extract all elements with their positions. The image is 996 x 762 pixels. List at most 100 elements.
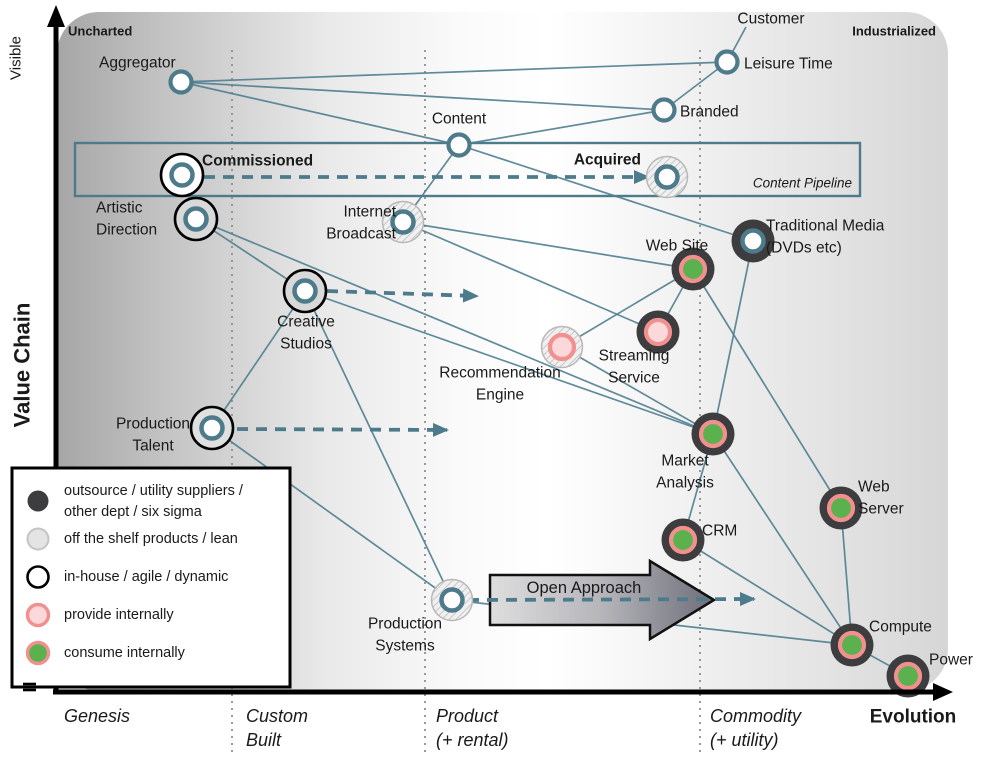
node-artistic-direction[interactable] bbox=[173, 196, 219, 242]
node-label-compute: Compute bbox=[869, 619, 932, 636]
legend-swatch-inhouse-icon bbox=[26, 565, 50, 589]
edge-internet-broadcast--streaming-service bbox=[402, 221, 659, 333]
node-internet-broadcast[interactable] bbox=[381, 200, 425, 244]
node-label-streaming-service: Service bbox=[608, 370, 660, 387]
creative-studios-move-arrow bbox=[326, 288, 479, 303]
node-label-web-site: Web Site bbox=[646, 238, 709, 255]
node-content[interactable] bbox=[446, 132, 472, 158]
legend-item-provide: provide internally bbox=[25, 602, 174, 628]
node-label-creative-studios: Studios bbox=[280, 336, 332, 353]
node-label-content: Content bbox=[432, 111, 487, 128]
legend-item-offshelf: off the shelf products / lean bbox=[26, 527, 238, 551]
edge-content--traditional-media bbox=[458, 144, 754, 242]
node-label-crm: CRM bbox=[702, 523, 737, 540]
node-production-systems[interactable] bbox=[430, 578, 474, 622]
legend-box bbox=[10, 466, 292, 689]
node-label-internet-broadcast: Internet bbox=[343, 204, 396, 221]
edge-creative-studios--production-systems bbox=[304, 290, 453, 601]
node-label-power: Power bbox=[929, 652, 973, 669]
node-label-customer: Customer bbox=[737, 11, 804, 28]
open-approach-label: Open Approach bbox=[527, 579, 642, 597]
node-production-talent[interactable] bbox=[189, 405, 235, 451]
node-label-traditional-media: Traditional Media bbox=[766, 218, 885, 235]
node-market-analysis[interactable] bbox=[691, 412, 735, 456]
origin-mark bbox=[23, 682, 36, 692]
legend-swatch-provide-icon bbox=[25, 602, 51, 628]
node-branded[interactable] bbox=[651, 97, 677, 123]
open-approach-move-arrow bbox=[467, 592, 756, 607]
node-label-branded: Branded bbox=[680, 104, 739, 121]
legend-text: in-house / agile / dynamic bbox=[64, 569, 228, 585]
edge-branded--leisure-time bbox=[663, 61, 728, 111]
node-label-production-systems: Production bbox=[368, 616, 442, 633]
edge-production-talent--production-systems bbox=[211, 427, 453, 601]
edge-web-server--compute bbox=[840, 507, 853, 646]
node-crm[interactable] bbox=[661, 518, 705, 562]
node-label-commissioned: Commissioned bbox=[202, 153, 313, 170]
legend-swatch-consume-icon bbox=[25, 640, 51, 666]
industrialized-label: Industrialized bbox=[852, 24, 936, 39]
node-label-production-talent: Production bbox=[116, 416, 190, 433]
legend-item-consume: consume internally bbox=[25, 640, 186, 666]
node-acquired[interactable] bbox=[645, 155, 689, 199]
y-axis-arrowhead bbox=[47, 5, 65, 27]
legend-swatch-dark-icon bbox=[27, 490, 49, 512]
edge-recommendation-engine--web-site bbox=[561, 268, 694, 348]
node-label-leisure-time: Leisure Time bbox=[744, 56, 833, 73]
edge-aggregator--branded bbox=[180, 81, 665, 111]
node-commissioned[interactable] bbox=[159, 152, 205, 198]
stage-label-3: (+ utility) bbox=[710, 730, 779, 750]
node-label-recommendation-engine: Recommendation bbox=[439, 365, 560, 382]
node-traditional-media[interactable] bbox=[731, 219, 775, 263]
edge-traditional-media--market-analysis bbox=[712, 240, 754, 435]
legend-text: other dept / six sigma bbox=[64, 504, 203, 520]
stage-label-1: Built bbox=[246, 730, 282, 750]
edge-aggregator--leisure-time bbox=[180, 61, 728, 83]
node-label-artistic-direction: Artistic bbox=[96, 200, 143, 217]
node-label-creative-studios: Creative bbox=[277, 314, 335, 331]
node-compute[interactable] bbox=[830, 623, 874, 667]
y-axis-visible-label: Visible bbox=[8, 36, 25, 80]
node-creative-studios[interactable] bbox=[282, 268, 328, 314]
edge-content--branded bbox=[458, 109, 665, 146]
node-web-site[interactable] bbox=[671, 247, 715, 291]
node-aggregator[interactable] bbox=[168, 69, 194, 95]
edge-web-site--web-server bbox=[692, 268, 842, 509]
edge-recommendation-engine--market-analysis bbox=[561, 346, 714, 435]
edge-creative-studios--market-analysis bbox=[304, 290, 714, 435]
node-web-server[interactable] bbox=[819, 486, 863, 530]
node-label-streaming-service: Streaming bbox=[599, 348, 670, 365]
edge-internet-broadcast--web-site bbox=[402, 221, 694, 270]
node-streaming-service[interactable] bbox=[636, 310, 680, 354]
stage-label-3: Commodity bbox=[710, 706, 802, 726]
content-pipeline-label: Content Pipeline bbox=[753, 176, 852, 191]
node-label-web-server: Web bbox=[858, 479, 890, 496]
legend-text: consume internally bbox=[64, 645, 186, 661]
edge-artistic-direction--market-analysis bbox=[195, 218, 714, 435]
x-axis-title: Evolution bbox=[870, 707, 957, 728]
y-axis-title: Value Chain bbox=[10, 303, 35, 428]
legend-item-dark: outsource / utility suppliers / other dep… bbox=[27, 483, 244, 520]
edge-market-analysis--compute bbox=[712, 433, 853, 646]
node-label-market-analysis: Market bbox=[661, 453, 709, 470]
stage-label-1: Custom bbox=[246, 706, 308, 726]
legend-text: outsource / utility suppliers / bbox=[64, 483, 244, 499]
node-label-recommendation-engine: Engine bbox=[476, 387, 524, 404]
node-power[interactable] bbox=[886, 654, 930, 698]
uncharted-label: Uncharted bbox=[68, 24, 132, 39]
node-label-production-talent: Talent bbox=[132, 438, 174, 455]
production-talent-move-arrow bbox=[236, 422, 449, 437]
edge-crm--compute bbox=[682, 539, 853, 646]
node-recommendation-engine[interactable] bbox=[540, 325, 584, 369]
node-leisure-time[interactable] bbox=[714, 49, 740, 75]
legend: outsource / utility suppliers / other dep… bbox=[10, 466, 292, 689]
node-label-aggregator: Aggregator bbox=[99, 55, 176, 72]
legend-item-inhouse: in-house / agile / dynamic bbox=[26, 565, 228, 589]
edge-aggregator--content bbox=[180, 81, 460, 146]
legend-text: provide internally bbox=[64, 607, 174, 623]
stage-label-0: Genesis bbox=[64, 706, 130, 726]
